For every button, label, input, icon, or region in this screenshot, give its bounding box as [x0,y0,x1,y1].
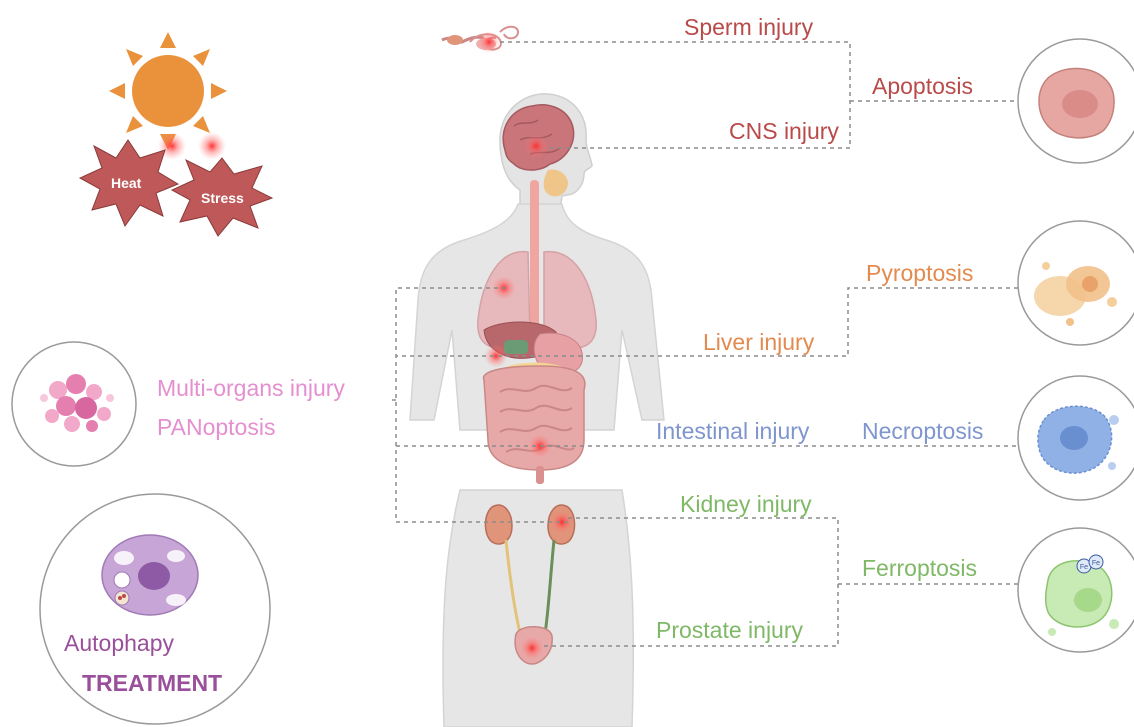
panoptosis-cell-icon [12,342,136,466]
prostate-injury-label: Prostate injury [656,619,803,642]
pyroptosis-label: Pyroptosis [866,262,973,285]
heat-glow-icon [158,132,226,160]
iron-label: Fe [1080,564,1088,571]
necroptosis-cell-icon [1018,376,1134,500]
ferroptosis-label: Ferroptosis [862,557,977,580]
ferroptosis-cell-icon: Fe Fe [1018,528,1134,652]
apoptosis-label: Apoptosis [872,75,973,98]
kidney-injury-label: Kidney injury [680,493,812,516]
intestines-icon [483,366,584,484]
heat-label: Heat [111,176,141,190]
apoptosis-cell-icon [1018,39,1134,163]
necroptosis-label: Necroptosis [862,420,983,443]
liver-injury-label: Liver injury [703,331,814,354]
intestinal-injury-label: Intestinal injury [656,420,809,443]
pyroptosis-cell-icon [1018,221,1134,345]
stress-label: Stress [201,191,244,205]
sperm-injury-label: Sperm injury [684,16,813,39]
treatment-label: TREATMENT [82,672,222,695]
panoptosis-label: PANoptosis [157,416,275,439]
cns-injury-label: CNS injury [729,120,839,143]
multi-organs-injury-label: Multi-organs injury [157,377,345,400]
autophagy-label: Autophapy [64,632,174,655]
lower-body-silhouette [443,490,633,727]
iron-label: Fe [1092,560,1100,567]
